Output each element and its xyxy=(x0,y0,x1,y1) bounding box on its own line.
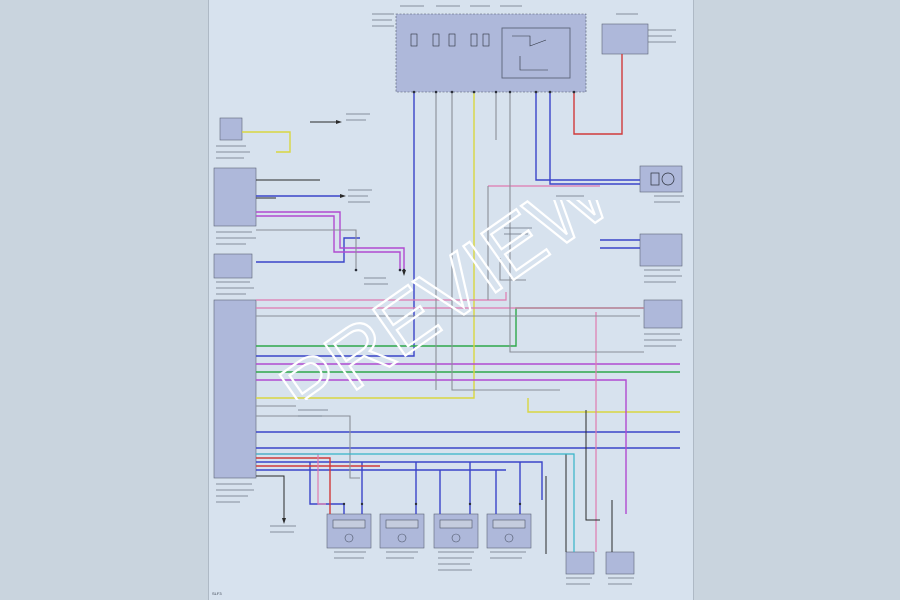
actuator-3 xyxy=(433,513,479,549)
wires-green xyxy=(256,307,680,373)
actuator-4 xyxy=(486,513,532,549)
right-module-lower xyxy=(643,299,683,329)
top-right-module xyxy=(601,23,649,55)
wires-red xyxy=(256,54,623,514)
page-code: SLF3 xyxy=(212,591,222,596)
wires-blue xyxy=(256,92,680,514)
actuator-2 xyxy=(379,513,425,549)
arrow-markers xyxy=(282,120,406,524)
wires-cyan xyxy=(256,453,575,552)
splice-dots xyxy=(342,90,576,506)
wires-violet xyxy=(256,211,680,514)
sensor-bottom-1 xyxy=(565,551,595,575)
left-module-main xyxy=(213,299,257,479)
relay-block xyxy=(501,27,571,79)
wires-gray xyxy=(256,92,644,479)
right-module-middle xyxy=(639,233,683,267)
wires-yellow xyxy=(242,92,680,413)
sensor-bottom-2 xyxy=(605,551,635,575)
annotation-marks xyxy=(216,5,684,585)
right-sensor-upper xyxy=(639,165,683,193)
motor-symbol xyxy=(650,172,675,186)
left-module-middle xyxy=(213,253,253,279)
fuse-symbols xyxy=(410,33,548,71)
left-module-upper xyxy=(213,167,257,227)
actuator-connectors xyxy=(332,519,526,543)
sensor-top-left xyxy=(219,117,243,141)
actuator-1 xyxy=(326,513,372,549)
